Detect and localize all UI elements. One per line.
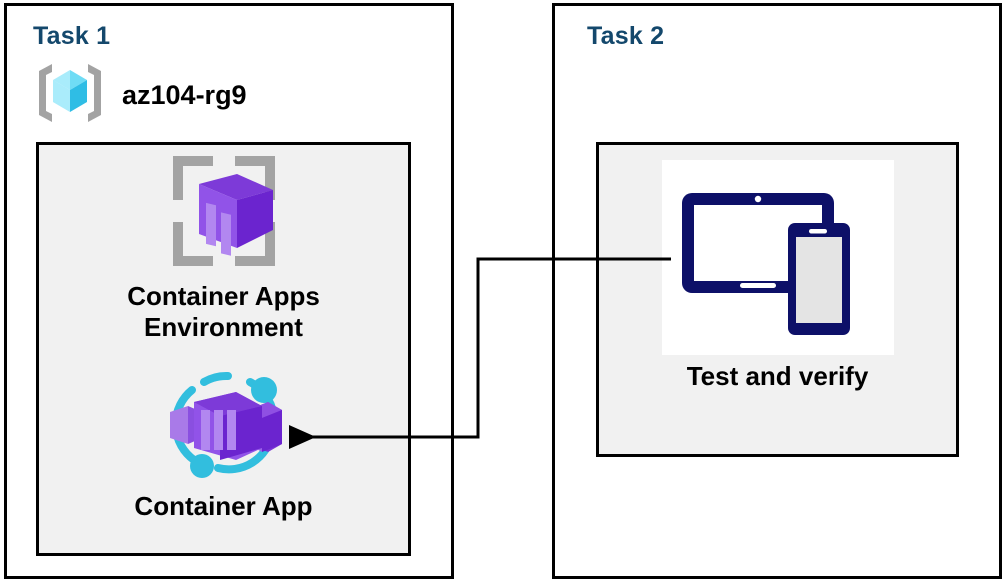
container-app-icon xyxy=(154,368,294,485)
node-test-and-verify[interactable]: Test and verify xyxy=(596,160,959,392)
node-container-apps-environment[interactable]: Container Apps Environment xyxy=(36,152,411,342)
container-app-label: Container App xyxy=(134,491,313,521)
devices-tablet-phone-icon xyxy=(678,175,878,340)
resource-group-label: az104-rg9 xyxy=(122,80,247,110)
node-container-app[interactable]: Container App xyxy=(36,368,411,522)
task-1-title: Task 1 xyxy=(33,22,111,50)
task-2-title: Task 2 xyxy=(587,22,665,50)
container-apps-environment-icon xyxy=(163,152,285,275)
test-and-verify-label: Test and verify xyxy=(686,361,869,391)
resource-group-row: az104-rg9 xyxy=(34,62,247,129)
container-apps-environment-label: Container Apps Environment xyxy=(127,281,320,342)
devices-icon-plate xyxy=(661,160,894,355)
azure-resource-group-icon xyxy=(34,62,106,129)
